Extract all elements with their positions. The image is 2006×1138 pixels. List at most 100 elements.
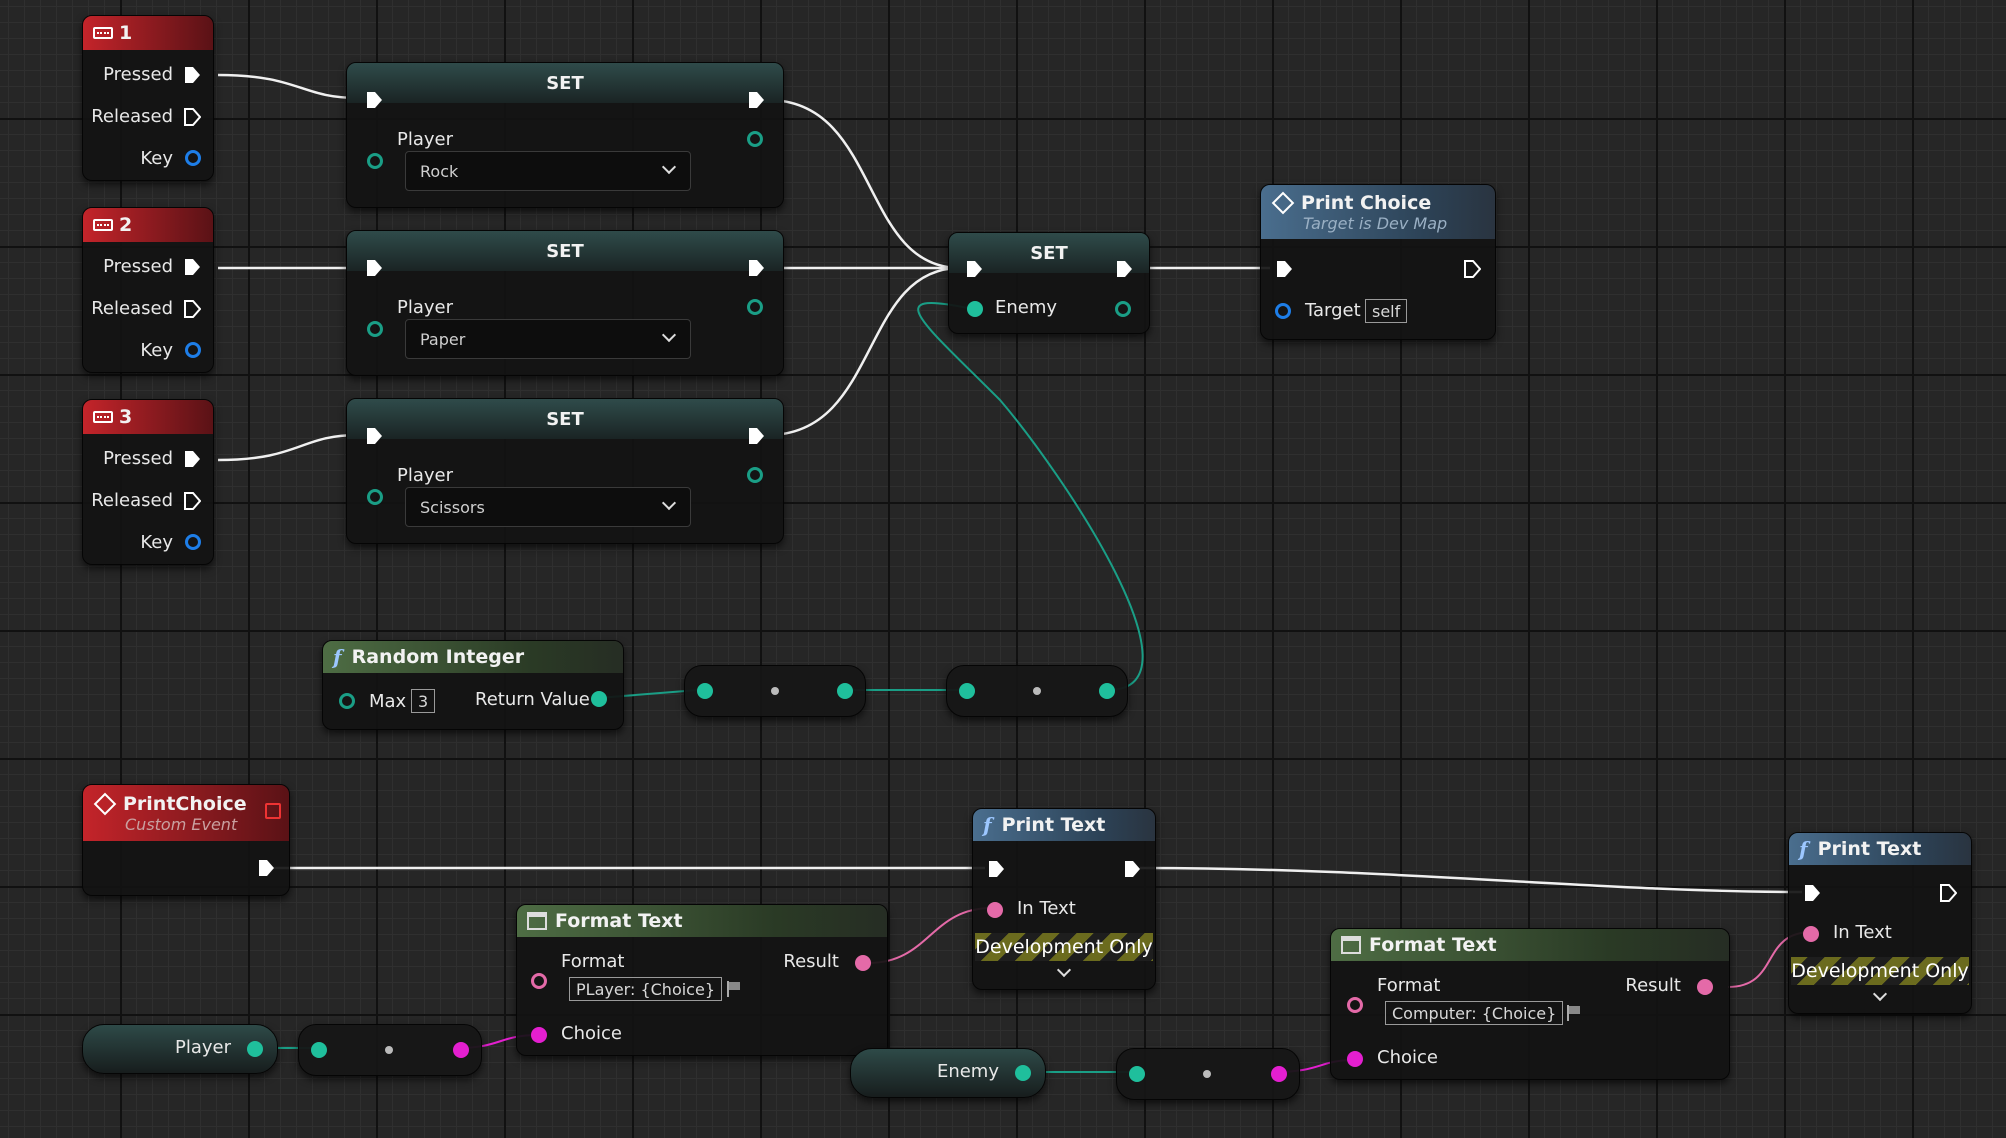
chevron-down-icon (661, 495, 677, 511)
delegate-pin[interactable] (265, 803, 281, 819)
released-exec-pin[interactable] (183, 492, 201, 510)
reroute-in-pin[interactable] (959, 683, 975, 699)
exec-in-pin[interactable] (965, 260, 983, 278)
exec-out-pin[interactable] (747, 91, 765, 109)
chevron-down-icon[interactable] (1056, 962, 1072, 978)
reroute-node[interactable] (298, 1024, 482, 1076)
exec-in-pin[interactable] (1803, 884, 1821, 902)
reroute-in-pin[interactable] (1129, 1066, 1145, 1082)
value-out-pin[interactable] (747, 299, 763, 315)
pressed-exec-pin[interactable] (183, 450, 201, 468)
set-player-node-1[interactable]: SET Player Rock (346, 62, 784, 208)
enum-dropdown[interactable]: Rock (405, 151, 691, 191)
keyboard-icon (93, 411, 113, 423)
format-input[interactable]: PLayer: {Choice} (569, 977, 722, 1001)
key-event-node-3[interactable]: 3 Pressed Released Key (82, 399, 214, 565)
format-input[interactable]: Computer: {Choice} (1385, 1001, 1564, 1025)
function-title: Format Text (555, 910, 683, 932)
set-title: SET (546, 408, 584, 430)
print-text-node-1[interactable]: f Print Text In Text Development Only (972, 808, 1156, 990)
print-choice-call-node[interactable]: Print Choice Target is Dev Map Target se… (1260, 184, 1496, 340)
reroute-node[interactable] (684, 665, 866, 717)
exec-out-pin[interactable] (747, 427, 765, 445)
reroute-out-pin[interactable] (1271, 1066, 1287, 1082)
value-in-pin[interactable] (367, 321, 383, 337)
exec-out-pin[interactable] (257, 859, 275, 877)
pure-function-header: f Random Integer (323, 641, 623, 673)
target-value[interactable]: self (1365, 299, 1408, 323)
pressed-exec-pin[interactable] (183, 258, 201, 276)
return-value-label: Return Value (475, 689, 590, 710)
get-player-node[interactable]: Player (82, 1024, 278, 1074)
pressed-exec-pin[interactable] (183, 66, 201, 84)
flag-icon[interactable] (727, 981, 743, 997)
key-event-node-2[interactable]: 2 Pressed Released Key (82, 207, 214, 373)
variable-label: Player (397, 297, 454, 318)
value-out-pin[interactable] (247, 1041, 263, 1057)
key-event-title: 1 (119, 22, 133, 44)
return-value-pin[interactable] (591, 691, 607, 707)
exec-wire (767, 266, 961, 437)
reroute-node[interactable] (946, 665, 1128, 717)
set-player-node-3[interactable]: SET Player Scissors (346, 398, 784, 544)
reroute-in-pin[interactable] (311, 1042, 327, 1058)
key-struct-pin[interactable] (185, 342, 201, 358)
enum-value: Rock (420, 161, 459, 181)
format-pin[interactable] (1347, 997, 1363, 1013)
exec-out-pin[interactable] (1939, 884, 1957, 902)
exec-in-pin[interactable] (987, 860, 1005, 878)
chevron-down-icon[interactable] (1872, 986, 1888, 1002)
reroute-out-pin[interactable] (837, 683, 853, 699)
in-text-pin[interactable] (987, 902, 1003, 918)
exec-in-pin[interactable] (365, 427, 383, 445)
key-event-header: 2 (83, 208, 213, 242)
released-exec-pin[interactable] (183, 108, 201, 126)
key-struct-pin[interactable] (185, 534, 201, 550)
print-text-node-2[interactable]: f Print Text In Text Development Only (1788, 832, 1972, 1014)
exec-in-pin[interactable] (365, 259, 383, 277)
exec-in-pin[interactable] (1275, 260, 1293, 278)
result-pin[interactable] (855, 955, 871, 971)
reroute-out-pin[interactable] (453, 1042, 469, 1058)
flag-icon[interactable] (1567, 1005, 1583, 1021)
value-out-pin[interactable] (747, 131, 763, 147)
set-enemy-node[interactable]: SET Enemy (948, 232, 1150, 334)
result-pin[interactable] (1697, 979, 1713, 995)
target-pin[interactable] (1275, 303, 1291, 319)
in-text-pin[interactable] (1803, 926, 1819, 942)
format-text-node-1[interactable]: Format Text Format PLayer: {Choice} Resu… (516, 904, 888, 1056)
exec-out-pin[interactable] (1123, 860, 1141, 878)
value-out-pin[interactable] (1115, 301, 1131, 317)
reroute-node[interactable] (1116, 1048, 1300, 1100)
enum-dropdown[interactable]: Paper (405, 319, 691, 359)
max-value-input[interactable]: 3 (411, 689, 436, 713)
enum-dropdown[interactable]: Scissors (405, 487, 691, 527)
exec-out-pin[interactable] (1115, 260, 1133, 278)
value-out-pin[interactable] (747, 467, 763, 483)
key-event-node-1[interactable]: 1 Pressed Released Key (82, 15, 214, 181)
reroute-out-pin[interactable] (1099, 683, 1115, 699)
format-text-node-2[interactable]: Format Text Format Computer: {Choice} Re… (1330, 928, 1730, 1080)
reroute-in-pin[interactable] (697, 683, 713, 699)
event-diamond-icon (1271, 191, 1295, 214)
set-header: SET (347, 63, 783, 103)
get-enemy-node[interactable]: Enemy (850, 1048, 1046, 1098)
key-struct-pin[interactable] (185, 150, 201, 166)
variable-label: Enemy (936, 1061, 999, 1082)
choice-pin[interactable] (1347, 1051, 1363, 1067)
value-in-pin[interactable] (967, 301, 983, 317)
released-exec-pin[interactable] (183, 300, 201, 318)
exec-out-pin[interactable] (747, 259, 765, 277)
value-in-pin[interactable] (367, 153, 383, 169)
value-in-pin[interactable] (367, 489, 383, 505)
set-player-node-2[interactable]: SET Player Paper (346, 230, 784, 376)
value-out-pin[interactable] (1015, 1065, 1031, 1081)
format-pin[interactable] (531, 973, 547, 989)
max-pin[interactable] (339, 693, 355, 709)
random-integer-node[interactable]: f Random Integer Max 3 Return Value (322, 640, 624, 730)
exec-in-pin[interactable] (365, 91, 383, 109)
custom-event-node[interactable]: PrintChoice Custom Event (82, 784, 290, 896)
key-event-header: 3 (83, 400, 213, 434)
choice-pin[interactable] (531, 1027, 547, 1043)
exec-out-pin[interactable] (1463, 260, 1481, 278)
